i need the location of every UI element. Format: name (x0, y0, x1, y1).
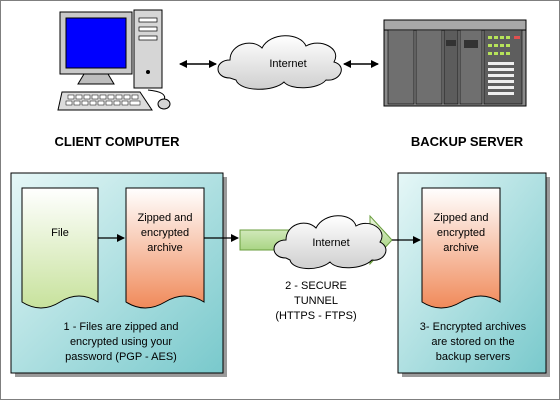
step1-line-2: encrypted using your (70, 336, 172, 348)
left-archive-line-2: encrypted (141, 227, 189, 239)
computer-icon (57, 9, 171, 111)
step2-line-3: (HTTPS - FTPS) (275, 310, 356, 322)
file-label: File (51, 227, 69, 239)
step2-line-1: 2 - SECURE (285, 280, 347, 292)
server-rack-icon (383, 19, 527, 107)
right-archive-line-3: archive (443, 242, 478, 254)
step1-line-1: 1 - Files are zipped and (64, 321, 179, 333)
left-archive-document-shape (125, 187, 205, 309)
step3-line-3: backup servers (436, 351, 511, 363)
file-document-shape (21, 187, 99, 309)
step3-line-1: 3- Encrypted archives (420, 321, 527, 333)
client-computer-label: CLIENT COMPUTER (55, 134, 181, 149)
step3-line-2: are stored on the (431, 336, 514, 348)
right-archive-line-2: encrypted (437, 227, 485, 239)
right-archive-document-shape (421, 187, 501, 309)
right-archive-line-1: Zipped and (433, 212, 488, 224)
step2-line-2: TUNNEL (294, 295, 338, 307)
bottom-internet-cloud-icon (273, 215, 387, 269)
step1-line-3: password (PGP - AES) (65, 351, 177, 363)
internet-cloud-icon (217, 35, 342, 90)
top-cloud-label: Internet (269, 58, 306, 70)
bottom-cloud-label: Internet (312, 237, 349, 249)
left-archive-line-1: Zipped and (137, 212, 192, 224)
backup-server-label: BACKUP SERVER (411, 134, 524, 149)
left-archive-line-3: archive (147, 242, 182, 254)
